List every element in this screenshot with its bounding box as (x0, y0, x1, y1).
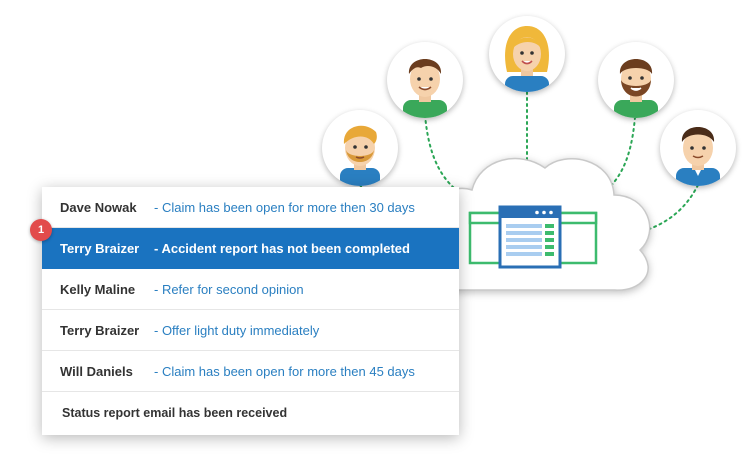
status-text: Status report email has been received (62, 406, 288, 420)
list-item[interactable]: Will Daniels - Claim has been open for m… (42, 351, 459, 392)
person-name: Dave Nowak (60, 200, 137, 215)
notification-message[interactable]: - Claim has been open for more then 30 d… (154, 200, 415, 215)
avatar-woman-blonde (489, 16, 565, 92)
notification-message[interactable]: - Offer light duty immediately (154, 323, 320, 338)
notification-list: Dave Nowak - Claim has been open for mor… (42, 187, 459, 435)
list-item[interactable]: Terry Braizer - Offer light duty immedia… (42, 310, 459, 351)
avatar-man-full-beard (598, 42, 674, 118)
list-item[interactable]: Kelly Maline - Refer for second opinion (42, 269, 459, 310)
notification-message[interactable]: - Refer for second opinion (154, 282, 304, 297)
person-name: Kelly Maline (60, 282, 136, 297)
list-item-selected[interactable]: Terry Braizer - Accident report has not … (42, 228, 459, 269)
person-name: Terry Braizer (60, 241, 140, 256)
avatar-man-brown-hair (387, 42, 463, 118)
status-footer: Status report email has been received (42, 392, 459, 433)
person-name: Terry Braizer (60, 323, 140, 338)
notification-message[interactable]: - Accident report has not been completed (154, 241, 410, 256)
browser-window-icon (468, 205, 598, 269)
avatar-man-beard-blond (322, 110, 398, 186)
list-item[interactable]: Dave Nowak - Claim has been open for mor… (42, 187, 459, 228)
notification-count-badge: 1 (30, 219, 52, 241)
person-name: Will Daniels (60, 364, 133, 379)
avatar-man-dark-hair (660, 110, 736, 186)
notification-message[interactable]: - Claim has been open for more then 45 d… (154, 364, 415, 379)
